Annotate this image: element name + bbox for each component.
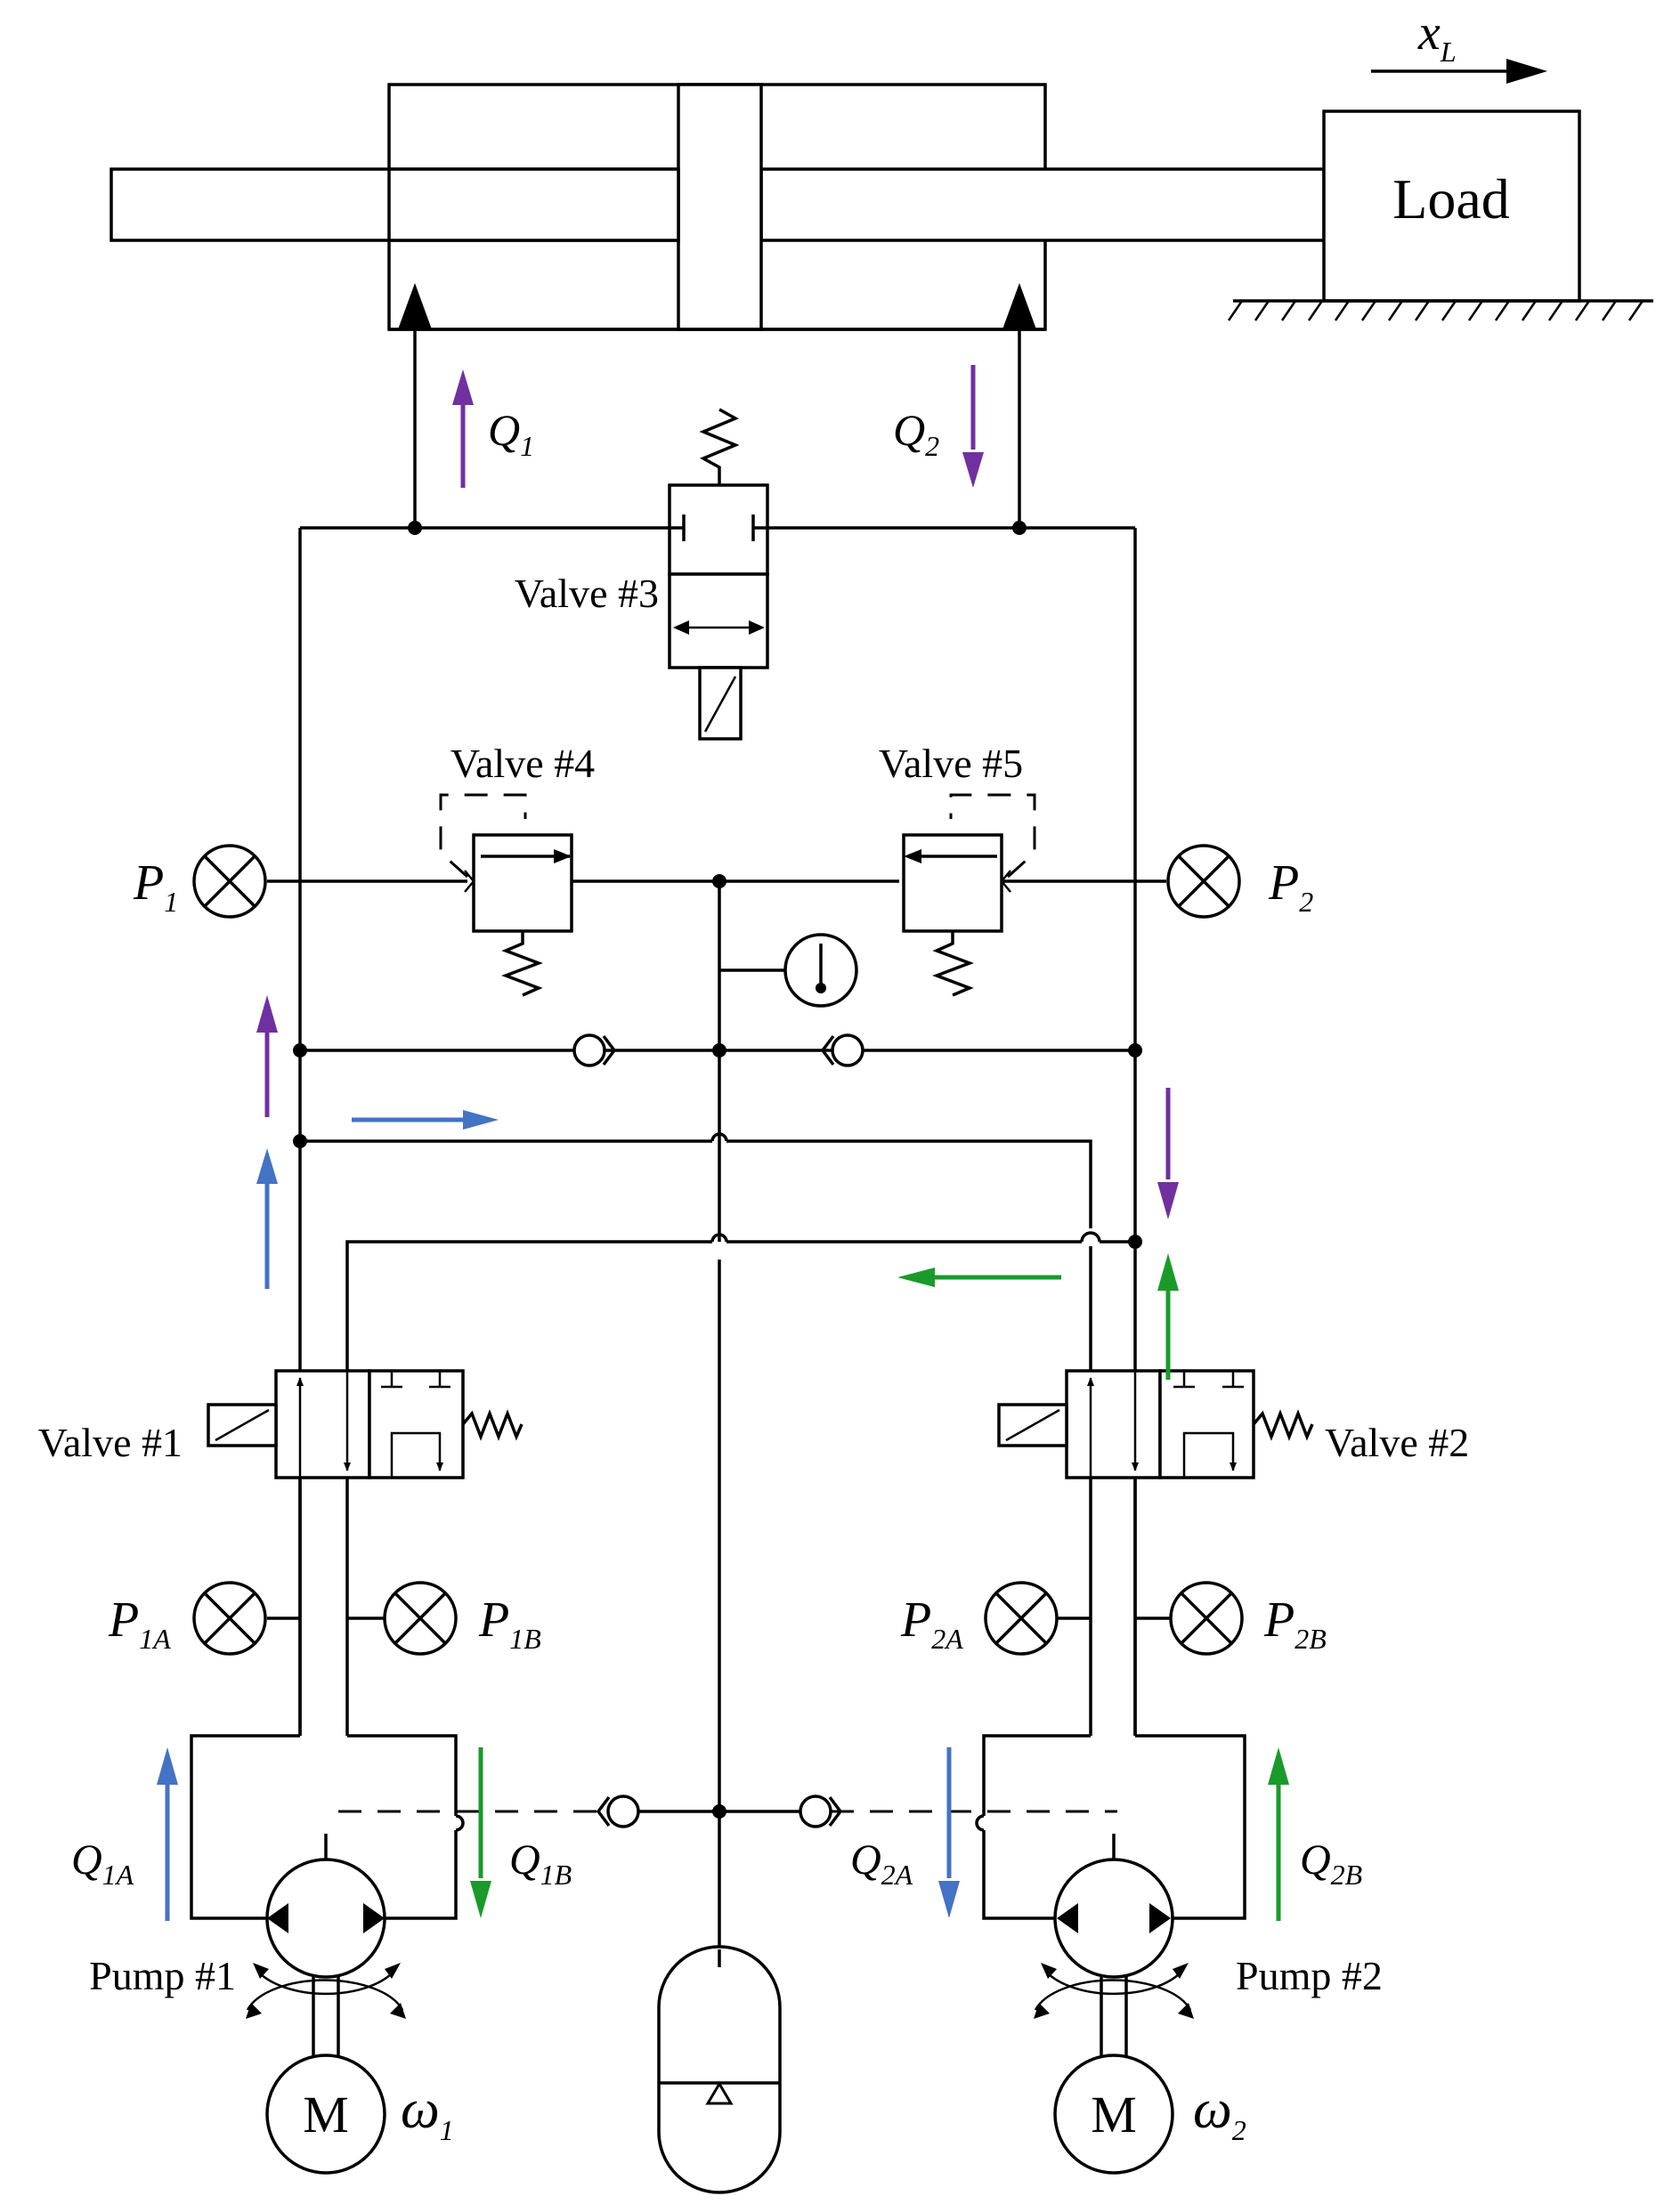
Q1A-label: Q1A <box>71 1836 134 1891</box>
check-valve-upper-left <box>572 1033 617 1067</box>
check-valve-upper-right <box>820 1033 864 1067</box>
check-valve-lower-right <box>799 1795 843 1828</box>
valve-4-label: Valve #4 <box>450 741 595 786</box>
motor-2-label: M <box>1091 2086 1137 2143</box>
sensor-P2B-icon <box>1169 1581 1244 1656</box>
flow-green-right-vertical-arrow <box>1157 1253 1179 1380</box>
valve-2: Valve #2 <box>997 1369 1469 1479</box>
P1-label: P1 <box>133 855 178 918</box>
valve-1: Valve #1 <box>38 1369 524 1479</box>
hydraulic-cylinder <box>110 83 1326 331</box>
flow-arrows: Q1 Q2 <box>71 365 1362 1921</box>
Q1-label: Q1 <box>488 405 534 462</box>
pump-1-label: Pump #1 <box>89 1953 236 1998</box>
motor-1-label: M <box>303 2086 349 2143</box>
sensor-P2-icon <box>1166 844 1241 919</box>
load-label: Load <box>1392 167 1510 231</box>
flow-blue-horizontal-arrow <box>352 1110 499 1130</box>
motor-1: M ω1 <box>265 2054 454 2175</box>
P2-label: P2 <box>1268 855 1313 918</box>
flow-right-purple-arrow <box>1157 1088 1179 1219</box>
flow-Q2B-arrow <box>1268 1747 1289 1921</box>
Q2B-label: Q2B <box>1300 1836 1362 1891</box>
pump-2-label: Pump #2 <box>1236 1953 1383 1998</box>
flow-Q1-arrow <box>452 369 474 488</box>
junction-dots <box>293 521 1142 1819</box>
pressure-gauge-icon <box>783 933 858 1008</box>
load-block: Load xL <box>1227 5 1653 321</box>
pump-2: Pump #2 <box>1034 1834 1383 2056</box>
xL-arrow <box>1371 59 1547 84</box>
sensor-P2A-icon <box>984 1581 1059 1656</box>
accumulator-icon <box>657 1945 782 2194</box>
flow-Q1B-arrow <box>470 1747 491 1918</box>
omega-2-symbol: ω2 <box>1193 2079 1246 2146</box>
valve-2-label: Valve #2 <box>1325 1420 1469 1465</box>
valve-5: Valve #5 <box>879 741 1036 997</box>
P1B-label: P1B <box>478 1592 541 1655</box>
check-valve-lower-left <box>596 1795 640 1828</box>
Q2-label: Q2 <box>893 405 939 462</box>
pump-1: Pump #1 <box>89 1834 406 2056</box>
sensor-P1A-icon <box>192 1581 267 1656</box>
ground-hatching <box>1227 300 1644 321</box>
Q2A-label: Q2A <box>850 1836 913 1891</box>
valve-1-label: Valve #1 <box>38 1420 183 1465</box>
sensor-P1B-icon <box>383 1581 458 1656</box>
flow-green-horizontal-arrow <box>897 1268 1061 1287</box>
P2B-label: P2B <box>1263 1592 1327 1655</box>
P1A-label: P1A <box>108 1592 171 1655</box>
flow-blue-left-vertical-arrow <box>256 1148 278 1289</box>
flow-Q1A-arrow <box>157 1747 178 1921</box>
flow-Q2-arrow <box>962 365 984 488</box>
Q1B-label: Q1B <box>509 1836 572 1891</box>
valve-3-label: Valve #3 <box>515 571 659 616</box>
valve-4: Valve #4 <box>439 741 595 997</box>
P2A-label: P2A <box>900 1592 963 1655</box>
sensor-P1-icon <box>192 844 267 919</box>
flow-Q2A-arrow <box>938 1747 960 1918</box>
valve-3: Valve #3 <box>515 408 769 741</box>
omega-1-symbol: ω1 <box>401 2079 454 2146</box>
symbol-labels: P1 P2 P1A P1B P2A P2B <box>108 855 1327 1655</box>
flow-left-purple-arrow <box>256 995 278 1117</box>
xL-symbol: xL <box>1417 5 1457 68</box>
motor-2: M ω2 <box>1053 2054 1246 2175</box>
valve-5-label: Valve #5 <box>879 741 1023 786</box>
main-lines <box>190 329 1246 1967</box>
